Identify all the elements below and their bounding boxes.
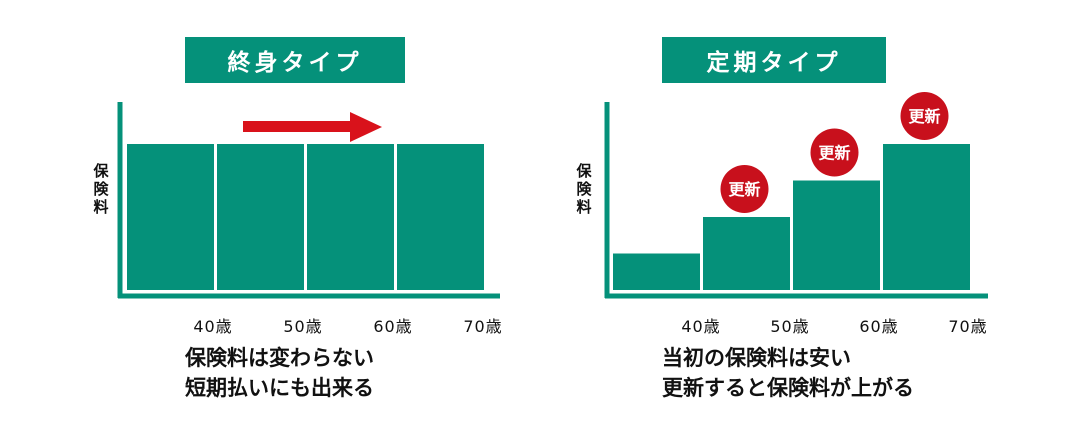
renewal-badge [810, 128, 859, 177]
caption-line: 短期払いにも出来る [185, 376, 374, 400]
bar [307, 144, 394, 290]
chart-title-term: 定期タイプ [662, 37, 886, 83]
bar [703, 217, 790, 290]
bar [127, 144, 214, 290]
x-tick-label: 50歳 [770, 317, 810, 336]
y-axis-label-whole-life: 保険料 [93, 162, 109, 216]
caption-line: 当初の保険料は安い [662, 346, 851, 370]
caption-line: 保険料は変わらない [185, 346, 374, 370]
bar [613, 253, 700, 290]
renewal-badge [900, 92, 949, 140]
arrow-head [350, 112, 382, 142]
renewal-badge-label: 更新 [818, 144, 850, 163]
bar [217, 144, 304, 290]
caption-term: 当初の保険料は安い 更新すると保険料が上がる [662, 343, 914, 403]
caption-whole-life: 保険料は変わらない 短期払いにも出来る [185, 343, 374, 403]
y-axis-label-term: 保険料 [576, 162, 592, 216]
chart-title-whole-life: 終身タイプ [185, 37, 405, 83]
bar [883, 144, 970, 290]
x-tick-label: 40歳 [681, 317, 721, 336]
caption-line: 更新すると保険料が上がる [662, 376, 914, 400]
x-tick-label: 50歳 [283, 317, 323, 336]
renewal-badge-label: 更新 [908, 107, 940, 126]
bar [793, 180, 880, 290]
x-tick-label: 60歳 [373, 317, 413, 336]
renewal-badge-label: 更新 [728, 180, 760, 199]
renewal-badge [720, 165, 769, 213]
x-tick-label: 60歳 [859, 317, 899, 336]
bar [397, 144, 484, 290]
arrow-shaft [243, 121, 353, 132]
x-tick-label: 40歳 [193, 317, 233, 336]
x-tick-label: 70歳 [948, 317, 988, 336]
x-tick-label: 70歳 [463, 317, 503, 336]
